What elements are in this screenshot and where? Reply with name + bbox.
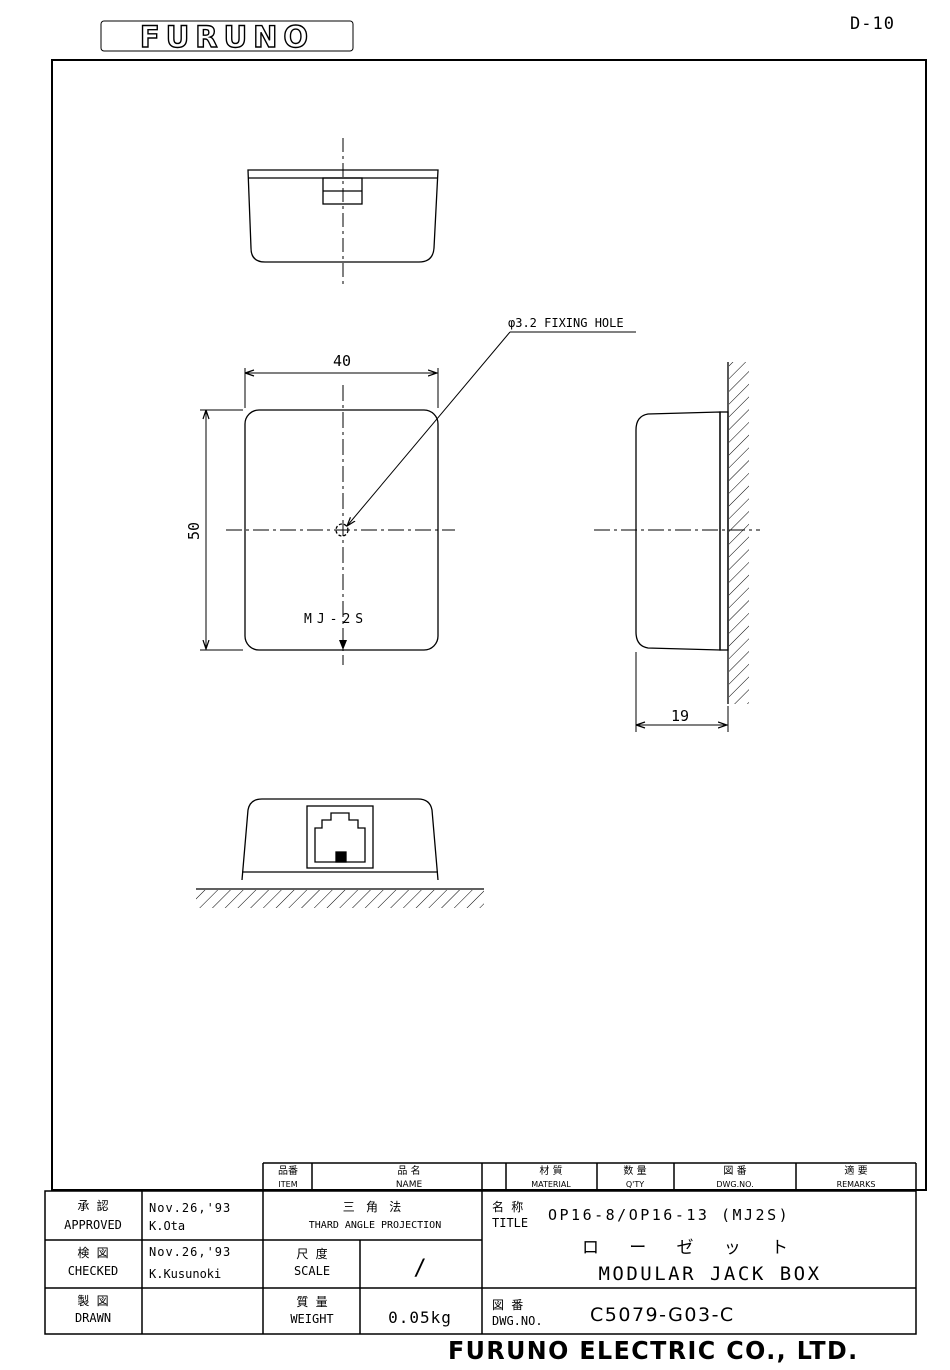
scale-en: SCALE: [294, 1264, 330, 1278]
dwg-no-en: DWG.NO.: [492, 1314, 543, 1328]
dwg-no-jp: 図 番: [492, 1298, 523, 1312]
checked-jp: 検 図: [77, 1246, 108, 1260]
dim-width: 40: [333, 352, 351, 370]
company-name: FURUNO ELECTRIC CO., LTD.: [448, 1336, 859, 1365]
material-jp: 材 質: [539, 1164, 562, 1177]
title-label-jp: 名 称: [492, 1199, 523, 1214]
sheet-number: D-10: [850, 14, 895, 34]
weight-jp: 質 量: [296, 1294, 327, 1309]
qty-en: Q'TY: [626, 1180, 644, 1189]
projection-en: THARD ANGLE PROJECTION: [309, 1220, 441, 1231]
approved-by: K.Ota: [149, 1219, 185, 1233]
approved-jp: 承 認: [77, 1198, 108, 1213]
dim-depth: 19: [671, 707, 689, 725]
furuno-logo: FURUNO: [100, 19, 354, 54]
title-label-en: TITLE: [492, 1216, 528, 1230]
remarks-en: REMARKS: [837, 1180, 876, 1189]
drawing-border: [51, 59, 927, 1191]
logo-text: FURUNO: [140, 20, 314, 54]
remarks-jp: 適 要: [844, 1164, 867, 1177]
dwg-no: C5079-G03-C: [590, 1304, 735, 1326]
checked-en: CHECKED: [68, 1264, 119, 1278]
dim-height: 50: [185, 522, 203, 540]
weight-value: 0.05kg: [388, 1308, 452, 1327]
title-name-jp: ロ ー ゼ ッ ト: [582, 1238, 798, 1258]
approved-date: Nov.26,'93: [149, 1201, 231, 1215]
qty-jp: 数 量: [623, 1164, 646, 1177]
approved-en: APPROVED: [64, 1218, 122, 1232]
name-jp: 品 名: [397, 1164, 420, 1177]
item-en: ITEM: [278, 1180, 297, 1189]
checked-date: Nov.26,'93: [149, 1245, 231, 1259]
drawn-jp: 製 図: [77, 1294, 108, 1308]
name-en: NAME: [396, 1180, 423, 1190]
fixing-hole-callout: φ3.2 FIXING HOLE: [508, 316, 624, 330]
bottom-view: [196, 798, 484, 908]
scale-jp: 尺 度: [296, 1246, 327, 1261]
side-view: [594, 362, 760, 732]
item-jp: 品番: [278, 1165, 298, 1177]
front-view: [200, 331, 636, 665]
title-code: OP16-8/OP16-13 (MJ2S): [548, 1206, 790, 1224]
drawn-en: DRAWN: [75, 1311, 111, 1325]
top-view: [247, 138, 439, 286]
projection-jp: 三 角 法: [343, 1200, 403, 1214]
weight-en: WEIGHT: [290, 1312, 333, 1326]
title-block-grid: [44, 1162, 917, 1335]
title-name-en: MODULAR JACK BOX: [598, 1263, 821, 1285]
front-marking: MJ-2S: [304, 612, 368, 627]
checked-by: K.Kusunoki: [149, 1267, 221, 1281]
dwg-en: DWG.NO.: [716, 1180, 753, 1189]
dwg-jp: 図 番: [723, 1165, 746, 1177]
scale-value: /: [413, 1256, 426, 1281]
material-en: MATERIAL: [531, 1180, 571, 1189]
